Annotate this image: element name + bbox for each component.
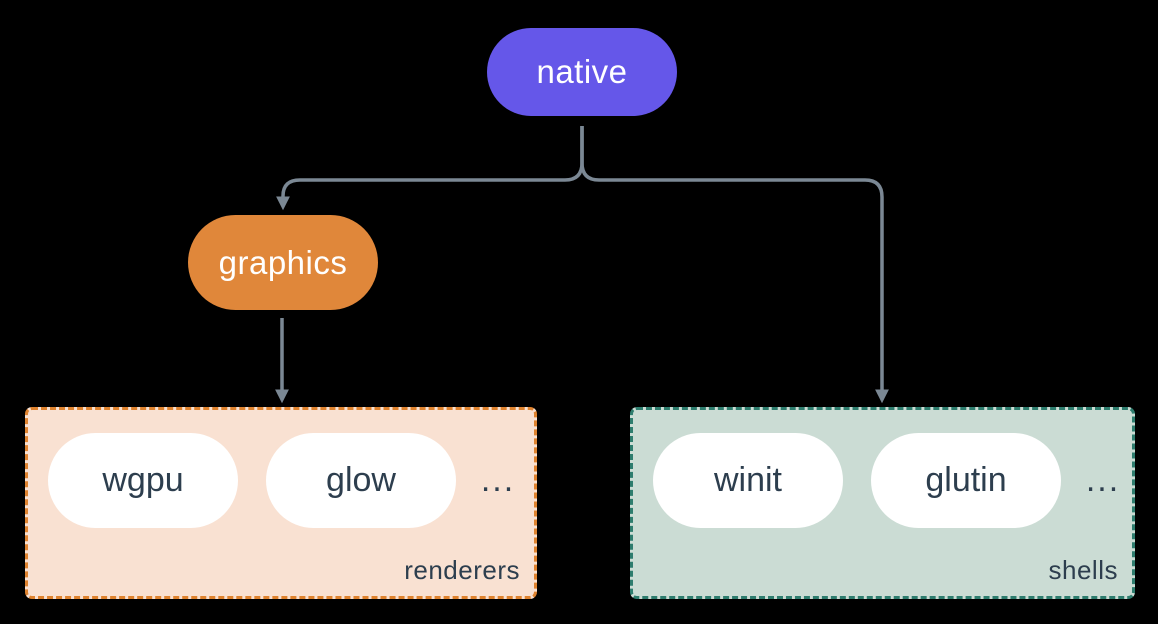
shells-ellipsis: ... [1085, 461, 1121, 499]
node-native: native [487, 28, 677, 116]
group-shells: winit glutin ... shells [630, 407, 1135, 599]
node-graphics-label: graphics [218, 243, 348, 281]
node-wgpu-label: wgpu [102, 461, 184, 499]
node-wgpu: wgpu [48, 433, 238, 528]
node-glow-label: glow [326, 461, 396, 499]
renderers-ellipsis: ... [480, 461, 516, 499]
edge-native-to-graphics [276, 126, 584, 211]
group-shells-label: shells [1048, 555, 1118, 585]
node-graphics: graphics [188, 215, 378, 310]
edge-native-to-shells [580, 126, 889, 404]
group-renderers-label: renderers [404, 555, 520, 585]
node-glutin-label: glutin [925, 461, 1007, 499]
node-native-label: native [536, 53, 628, 90]
node-glow: glow [266, 433, 456, 528]
group-renderers: wgpu glow ... renderers [25, 407, 537, 599]
node-winit: winit [653, 433, 843, 528]
node-winit-label: winit [713, 461, 783, 499]
node-glutin: glutin [871, 433, 1061, 528]
